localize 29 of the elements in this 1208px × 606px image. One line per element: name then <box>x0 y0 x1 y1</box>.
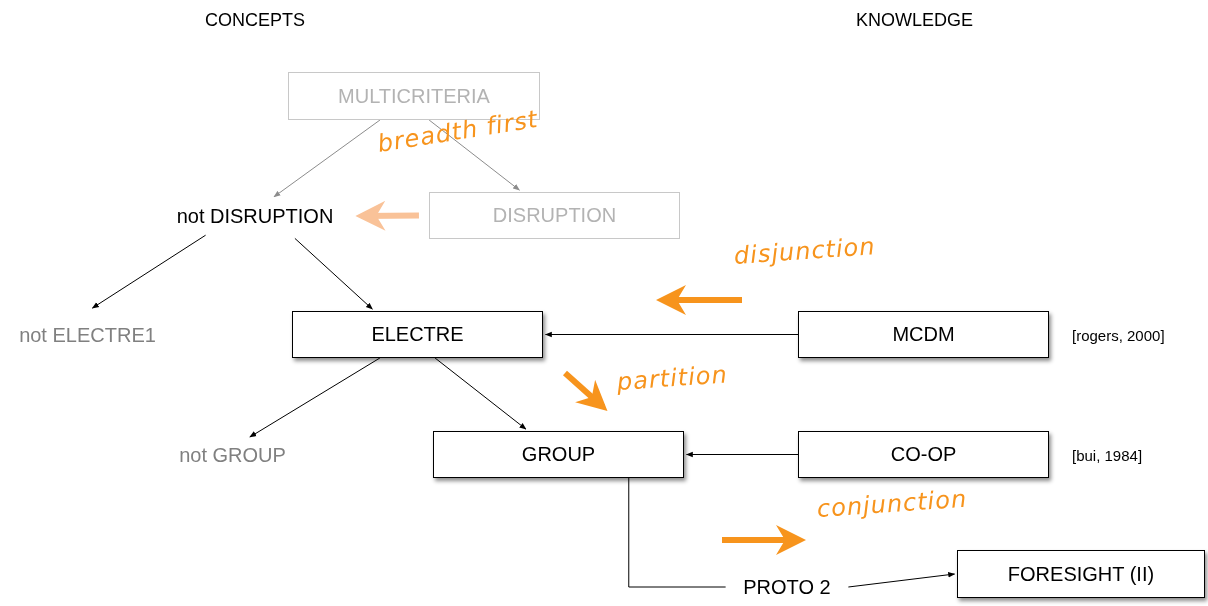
arrow <box>847 572 956 588</box>
arrow <box>355 200 419 231</box>
annotation: partition <box>616 360 729 396</box>
arrow <box>685 451 799 458</box>
process-box: ELECTRE <box>292 311 543 358</box>
concept-box: DISRUPTION <box>429 192 680 239</box>
column-heading: KNOWLEDGE <box>856 10 974 31</box>
annotation: breadth first <box>375 105 540 158</box>
citation: [bui, 1984] <box>1072 446 1143 463</box>
concept-label: not ELECTRE1 <box>19 323 156 347</box>
box-label: CO-OP <box>890 443 957 466</box>
process-box: GROUP <box>433 431 684 478</box>
column-heading: CONCEPTS <box>205 10 305 31</box>
box-label: MCDM <box>892 323 955 346</box>
annotation: conjunction <box>816 484 968 523</box>
arrow <box>273 119 381 198</box>
process-box: FORESIGHT (II) <box>957 550 1205 598</box>
concept-label: not DISRUPTION <box>176 204 334 228</box>
concept-label: not GROUP <box>179 443 286 467</box>
concept-label: PROTO 2 <box>743 575 831 599</box>
connector-line <box>628 477 727 588</box>
arrow <box>434 357 527 430</box>
arrow <box>544 331 799 338</box>
annotation: disjunction <box>733 232 877 270</box>
arrow <box>294 237 373 310</box>
arrow <box>91 234 207 309</box>
citation: [rogers, 2000] <box>1072 326 1165 343</box>
arrow <box>428 119 520 191</box>
arrow <box>249 357 381 438</box>
